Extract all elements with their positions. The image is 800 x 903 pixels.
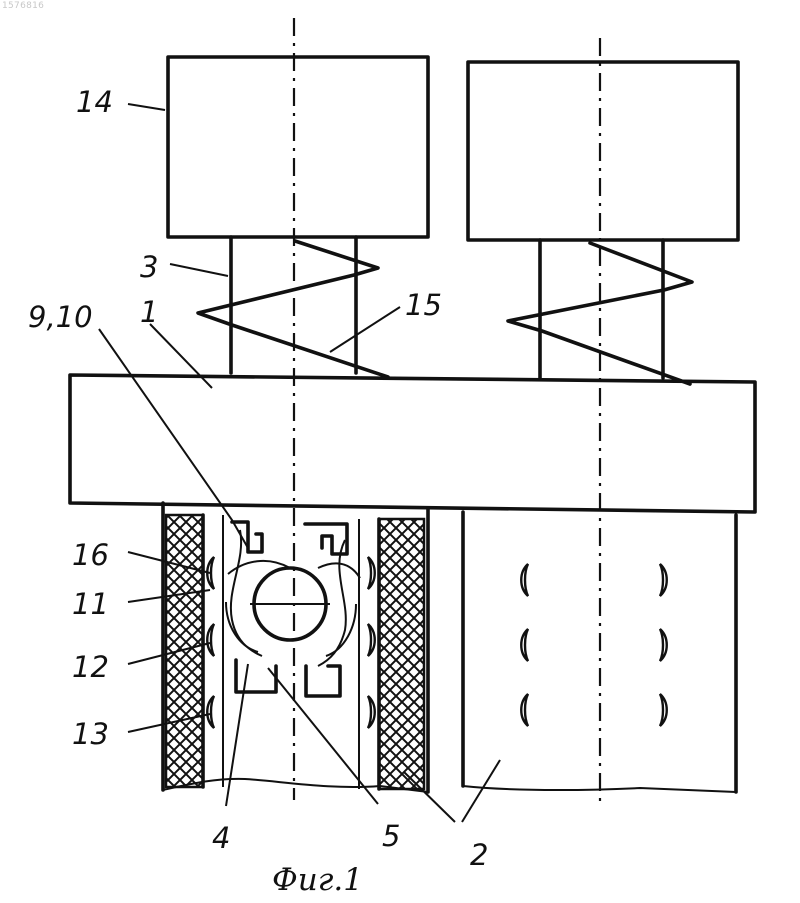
label-15: 15 bbox=[405, 288, 442, 322]
hatched-liner-right bbox=[379, 519, 424, 789]
sleeve-left bbox=[163, 503, 428, 792]
base-plate bbox=[70, 375, 755, 512]
label-2: 2 bbox=[470, 838, 488, 872]
figure-caption: Фиг.1 bbox=[272, 862, 363, 898]
label-9-10: 9,10 bbox=[28, 300, 93, 334]
weight-block-left bbox=[168, 57, 428, 237]
label-14: 14 bbox=[76, 85, 113, 119]
label-12: 12 bbox=[72, 650, 109, 684]
label-3: 3 bbox=[140, 250, 158, 284]
slot-holes-right bbox=[521, 564, 667, 726]
label-13: 13 bbox=[72, 717, 109, 751]
label-11: 11 bbox=[72, 587, 109, 621]
label-4: 4 bbox=[212, 821, 230, 855]
label-5: 5 bbox=[382, 819, 400, 853]
label-1: 1 bbox=[140, 295, 158, 329]
hatched-liner-left bbox=[166, 515, 203, 787]
lever-4 bbox=[236, 660, 276, 692]
lever-5 bbox=[306, 666, 340, 696]
leader-lines bbox=[99, 104, 500, 822]
weight-block-right bbox=[468, 62, 738, 240]
document-number-watermark: 1576816 bbox=[2, 1, 44, 11]
friction-pads-left bbox=[207, 557, 375, 728]
rod-right bbox=[540, 240, 663, 378]
label-16: 16 bbox=[72, 538, 109, 572]
